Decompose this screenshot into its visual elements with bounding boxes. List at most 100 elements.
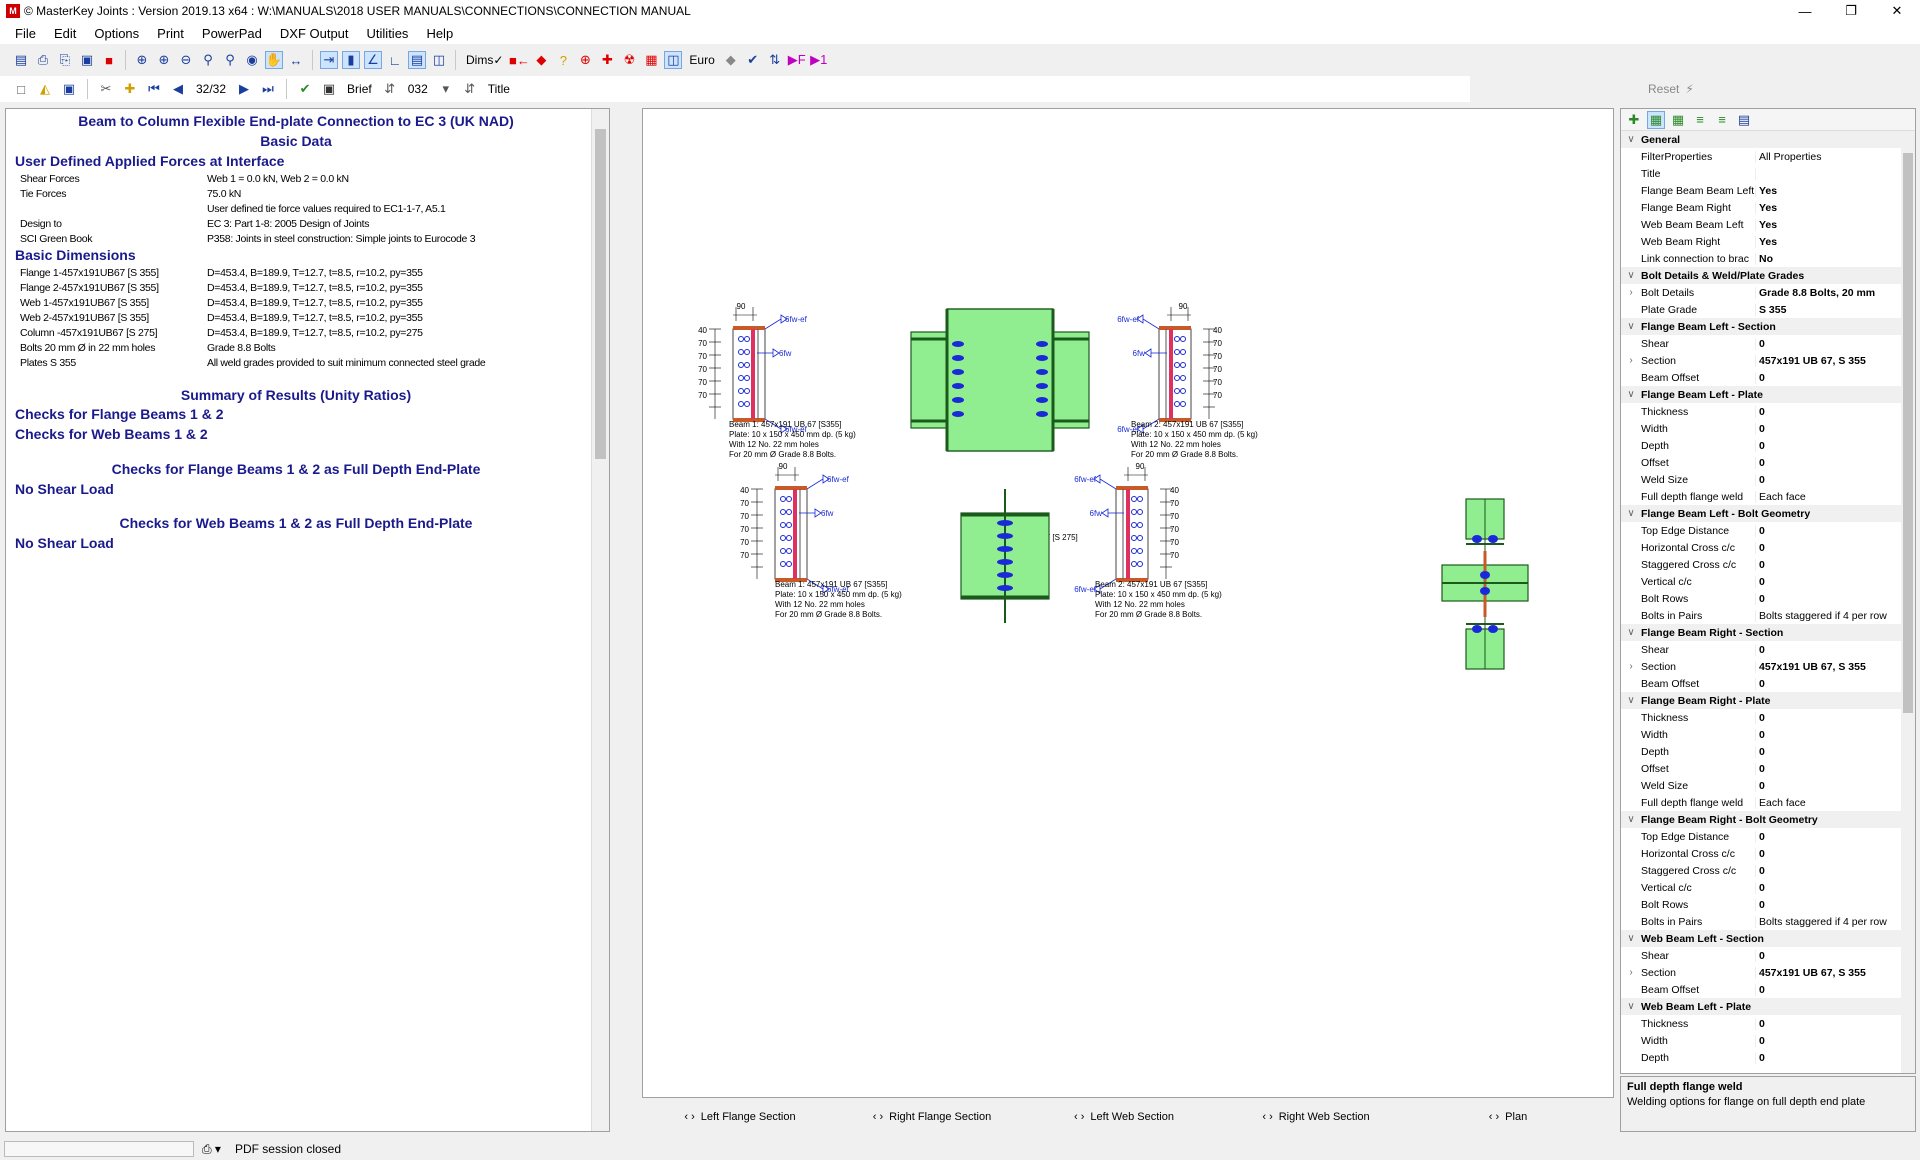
collapse-icon[interactable]: ≡ bbox=[1696, 112, 1704, 127]
property-value[interactable]: 0 bbox=[1759, 745, 1765, 758]
property-category[interactable]: ∨Flange Beam Left - Section bbox=[1621, 318, 1915, 335]
last-page-icon[interactable]: ⏭ bbox=[262, 81, 274, 96]
property-value[interactable]: Each face bbox=[1759, 490, 1806, 503]
property-value[interactable]: Yes bbox=[1759, 218, 1778, 231]
properties-icon[interactable]: ◫ bbox=[432, 52, 446, 67]
euro-button[interactable]: Euro bbox=[689, 53, 715, 67]
properties-scrollbar[interactable] bbox=[1901, 133, 1915, 1073]
first-page-icon[interactable]: ⏮ bbox=[148, 81, 160, 96]
column-symbol-icon[interactable]: ☢ bbox=[623, 52, 636, 67]
tab-right-web-section[interactable]: ‹ ›Right Web Section bbox=[1220, 1111, 1412, 1123]
property-value[interactable]: 0 bbox=[1759, 643, 1765, 656]
property-value[interactable]: Yes bbox=[1759, 235, 1778, 248]
number-input[interactable]: 032 bbox=[407, 82, 428, 96]
shape-icon[interactable]: ◆ bbox=[725, 52, 736, 67]
property-value[interactable]: 457x191 UB 67, S 355 bbox=[1759, 354, 1866, 367]
expand-chevron-icon[interactable]: › bbox=[1629, 287, 1633, 298]
property-value[interactable]: 0 bbox=[1759, 881, 1765, 894]
lock-icon[interactable]: ◉ bbox=[246, 52, 258, 67]
property-category[interactable]: ∨Flange Beam Left - Bolt Geometry bbox=[1621, 505, 1915, 522]
expand-all-icon[interactable]: ✚ bbox=[1628, 111, 1640, 127]
property-value[interactable]: 0 bbox=[1759, 864, 1765, 877]
property-category[interactable]: ∨Web Beam Left - Section bbox=[1621, 930, 1915, 947]
collapse-chevron-icon[interactable]: ∨ bbox=[1627, 933, 1635, 944]
tab-left-web-section[interactable]: ‹ ›Left Web Section bbox=[1028, 1111, 1220, 1123]
add-icon[interactable]: ✚ bbox=[124, 81, 136, 96]
brief-select[interactable]: Brief bbox=[347, 82, 372, 96]
menu-help[interactable]: Help bbox=[426, 25, 454, 41]
collapse-chevron-icon[interactable]: ∨ bbox=[1627, 321, 1635, 332]
zoom-window-icon[interactable]: ⊕ bbox=[136, 52, 148, 67]
property-value[interactable]: 0 bbox=[1759, 592, 1765, 605]
property-category[interactable]: ∨Flange Beam Right - Section bbox=[1621, 624, 1915, 641]
help-icon[interactable]: ? bbox=[559, 52, 567, 68]
zoom-extents-icon[interactable]: ⚲ bbox=[203, 52, 213, 67]
reset-button[interactable]: Reset bbox=[1648, 82, 1680, 96]
zoom-previous-icon[interactable]: ⚲ bbox=[225, 52, 235, 67]
minimize-button[interactable]: — bbox=[1798, 3, 1812, 19]
property-value[interactable]: 0 bbox=[1759, 422, 1765, 435]
property-value[interactable]: 0 bbox=[1759, 473, 1765, 486]
property-value[interactable]: 0 bbox=[1759, 677, 1765, 690]
property-value[interactable]: 0 bbox=[1759, 405, 1765, 418]
property-value[interactable]: 0 bbox=[1759, 337, 1765, 350]
split-icon[interactable]: ◫ bbox=[664, 51, 683, 69]
link-icon[interactable]: ↔ bbox=[289, 52, 303, 68]
tab-left-flange-section[interactable]: ‹ ›Left Flange Section bbox=[644, 1111, 836, 1123]
new-file-icon[interactable]: □ bbox=[17, 81, 25, 97]
status-printer-icon[interactable]: ⎙ ▾ bbox=[202, 1141, 221, 1156]
width-icon[interactable]: ⇥ bbox=[320, 51, 338, 69]
property-row[interactable]: Title bbox=[1621, 165, 1915, 182]
menu-dxf-output[interactable]: DXF Output bbox=[279, 25, 349, 41]
property-value[interactable]: Bolts staggered if 4 per row bbox=[1759, 915, 1887, 928]
property-value[interactable]: 0 bbox=[1759, 541, 1765, 554]
save-page-icon[interactable]: ▣ bbox=[80, 52, 94, 67]
report-scrollbar[interactable] bbox=[591, 109, 609, 1131]
collapse-chevron-icon[interactable]: ∨ bbox=[1627, 695, 1635, 706]
angle-icon[interactable]: ∠ bbox=[364, 51, 382, 69]
property-value[interactable]: 0 bbox=[1759, 575, 1765, 588]
property-value[interactable]: 0 bbox=[1759, 779, 1765, 792]
pan-icon[interactable]: ✋ bbox=[265, 51, 283, 69]
print-setup-icon[interactable]: ⎘ bbox=[59, 52, 71, 67]
corner-icon[interactable]: ∟ bbox=[388, 52, 402, 68]
property-value[interactable]: 457x191 UB 67, S 355 bbox=[1759, 660, 1866, 673]
property-value[interactable]: Bolts staggered if 4 per row bbox=[1759, 609, 1887, 622]
open-folder-icon[interactable]: ◭ bbox=[40, 81, 50, 96]
page-icon[interactable]: ▤ bbox=[408, 51, 426, 69]
cut-icon[interactable]: ✂ bbox=[100, 81, 112, 96]
check-icon[interactable]: ✔ bbox=[299, 81, 311, 96]
alphabetical-icon[interactable]: ▦ bbox=[1671, 111, 1685, 127]
property-value[interactable]: 0 bbox=[1759, 1051, 1765, 1064]
tab-right-flange-section[interactable]: ‹ ›Right Flange Section bbox=[836, 1111, 1028, 1123]
flag-1-icon[interactable]: ▶1 bbox=[810, 52, 828, 67]
layout-icon[interactable]: ▦ bbox=[645, 52, 658, 67]
